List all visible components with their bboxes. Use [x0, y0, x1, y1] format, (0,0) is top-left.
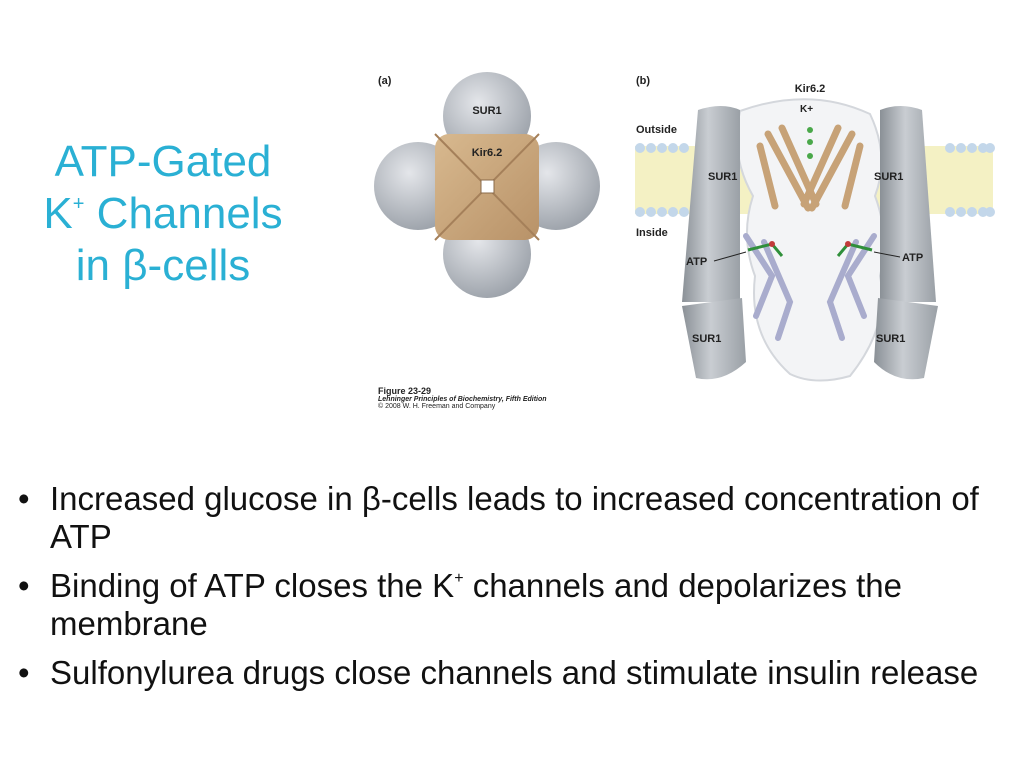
panel-a-kir-label: Kir6.2 — [472, 147, 503, 159]
sur1-upper-left-cylinder — [682, 106, 740, 302]
kir62-surface — [735, 98, 885, 382]
transmembrane-helices — [756, 124, 864, 212]
bullet-item: • Binding of ATP closes the K+ channels a… — [14, 567, 1014, 643]
atp-leader-right — [873, 251, 901, 258]
atp-leader-left — [713, 251, 747, 262]
bullet-item: • Increased glucose in β-cells leads to i… — [14, 480, 1014, 556]
k-ion-label: K+ — [800, 104, 813, 115]
sur1-lower-right-cylinder — [874, 298, 938, 380]
title-line-3: in β-cells — [75, 241, 251, 290]
sur1-label-lower-right: SUR1 — [876, 333, 905, 345]
figure-illustration: (a) SUR1 Kir6.2 (b) — [374, 72, 995, 382]
slide-title: ATP-Gated K+ Channels in β-cells — [18, 136, 308, 292]
bullet-text: Binding of ATP closes the K — [50, 567, 455, 604]
bullet-dot: • — [18, 654, 30, 691]
sur1-label-upper-left: SUR1 — [708, 171, 737, 183]
sur1-upper-right-cylinder — [880, 106, 936, 302]
bullet-dot: • — [18, 480, 30, 517]
caption-copyright: © 2008 W. H. Freeman and Company — [378, 403, 496, 410]
bullet-superscript: + — [454, 570, 464, 587]
title-line-2: K+ Channels — [18, 188, 308, 240]
figure-caption: Figure 23-29 Lehninger Principles of Bio… — [378, 386, 547, 410]
panel-b-label: (b) — [636, 75, 650, 87]
title-channels: Channels — [84, 189, 283, 238]
sur1-lower-left-cylinder — [682, 298, 746, 380]
sur1-label-upper-right: SUR1 — [874, 171, 903, 183]
k-ions — [807, 127, 813, 159]
atp-molecules — [747, 241, 873, 257]
figure-katp-channel: (a) SUR1 Kir6.2 (b) — [370, 66, 1002, 426]
bullet-item: • Sulfonylurea drugs close channels and s… — [14, 654, 1014, 692]
bullet-list: • Increased glucose in β-cells leads to i… — [14, 480, 1014, 703]
outside-label: Outside — [636, 124, 677, 136]
bullet-text-continued: channels and depolarizes the membrane — [50, 567, 903, 642]
caption-book: Lehninger Principles of Biochemistry, Fi… — [378, 396, 547, 403]
bullet-text: Increased glucose in β-cells leads to in… — [50, 480, 979, 555]
atp-label-right: ATP — [902, 252, 923, 264]
panel-a-sur1-label: SUR1 — [472, 105, 501, 117]
inside-label: Inside — [636, 227, 668, 239]
caption-figure-number: Figure 23-29 — [378, 386, 432, 396]
atp-label-left: ATP — [686, 256, 707, 268]
panel-b-kir-label: Kir6.2 — [795, 83, 826, 95]
pore-square — [480, 179, 495, 194]
title-k: K — [43, 189, 73, 238]
bullet-text: Sulfonylurea drugs close channels and st… — [50, 654, 979, 691]
panel-a-label: (a) — [378, 75, 392, 87]
title-k-plus: + — [72, 193, 85, 215]
bullet-dot: • — [18, 567, 30, 604]
title-line-1: ATP-Gated — [54, 137, 272, 186]
sur1-label-lower-left: SUR1 — [692, 333, 721, 345]
